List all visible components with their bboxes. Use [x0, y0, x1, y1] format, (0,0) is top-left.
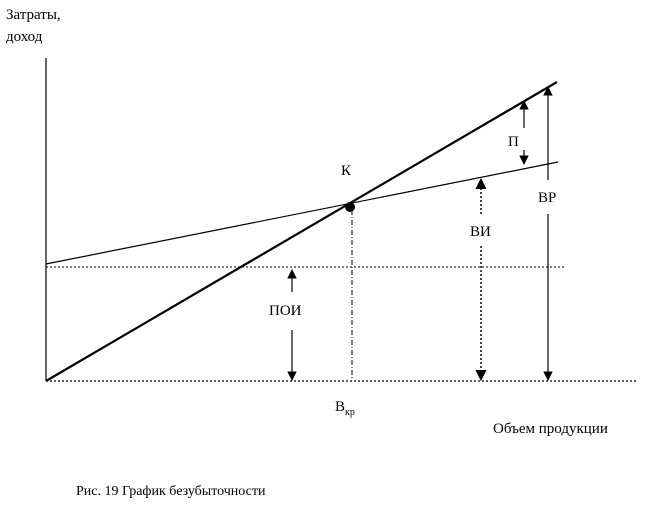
break-even-label: К: [341, 163, 352, 179]
fixed-costs-label: ПОИ: [269, 303, 302, 319]
critical-volume-main: В: [335, 399, 345, 415]
total-costs-line: [45, 161, 559, 265]
profit-label: П: [508, 134, 519, 150]
x-axis-label: Объем продукции: [493, 421, 608, 437]
break-even-point: [345, 202, 355, 212]
total-costs-label: ВИ: [470, 224, 491, 240]
figure-caption: Рис. 19 График безубыточности: [76, 484, 266, 499]
revenue-label: ВР: [538, 190, 556, 206]
y-axis-label-line2: доход: [6, 29, 43, 45]
y-axis-label-line1: Затраты,: [6, 7, 61, 23]
critical-volume-sub: кр: [345, 407, 355, 418]
critical-volume-label: Вкр: [335, 399, 355, 418]
revenue-line: [45, 81, 558, 382]
